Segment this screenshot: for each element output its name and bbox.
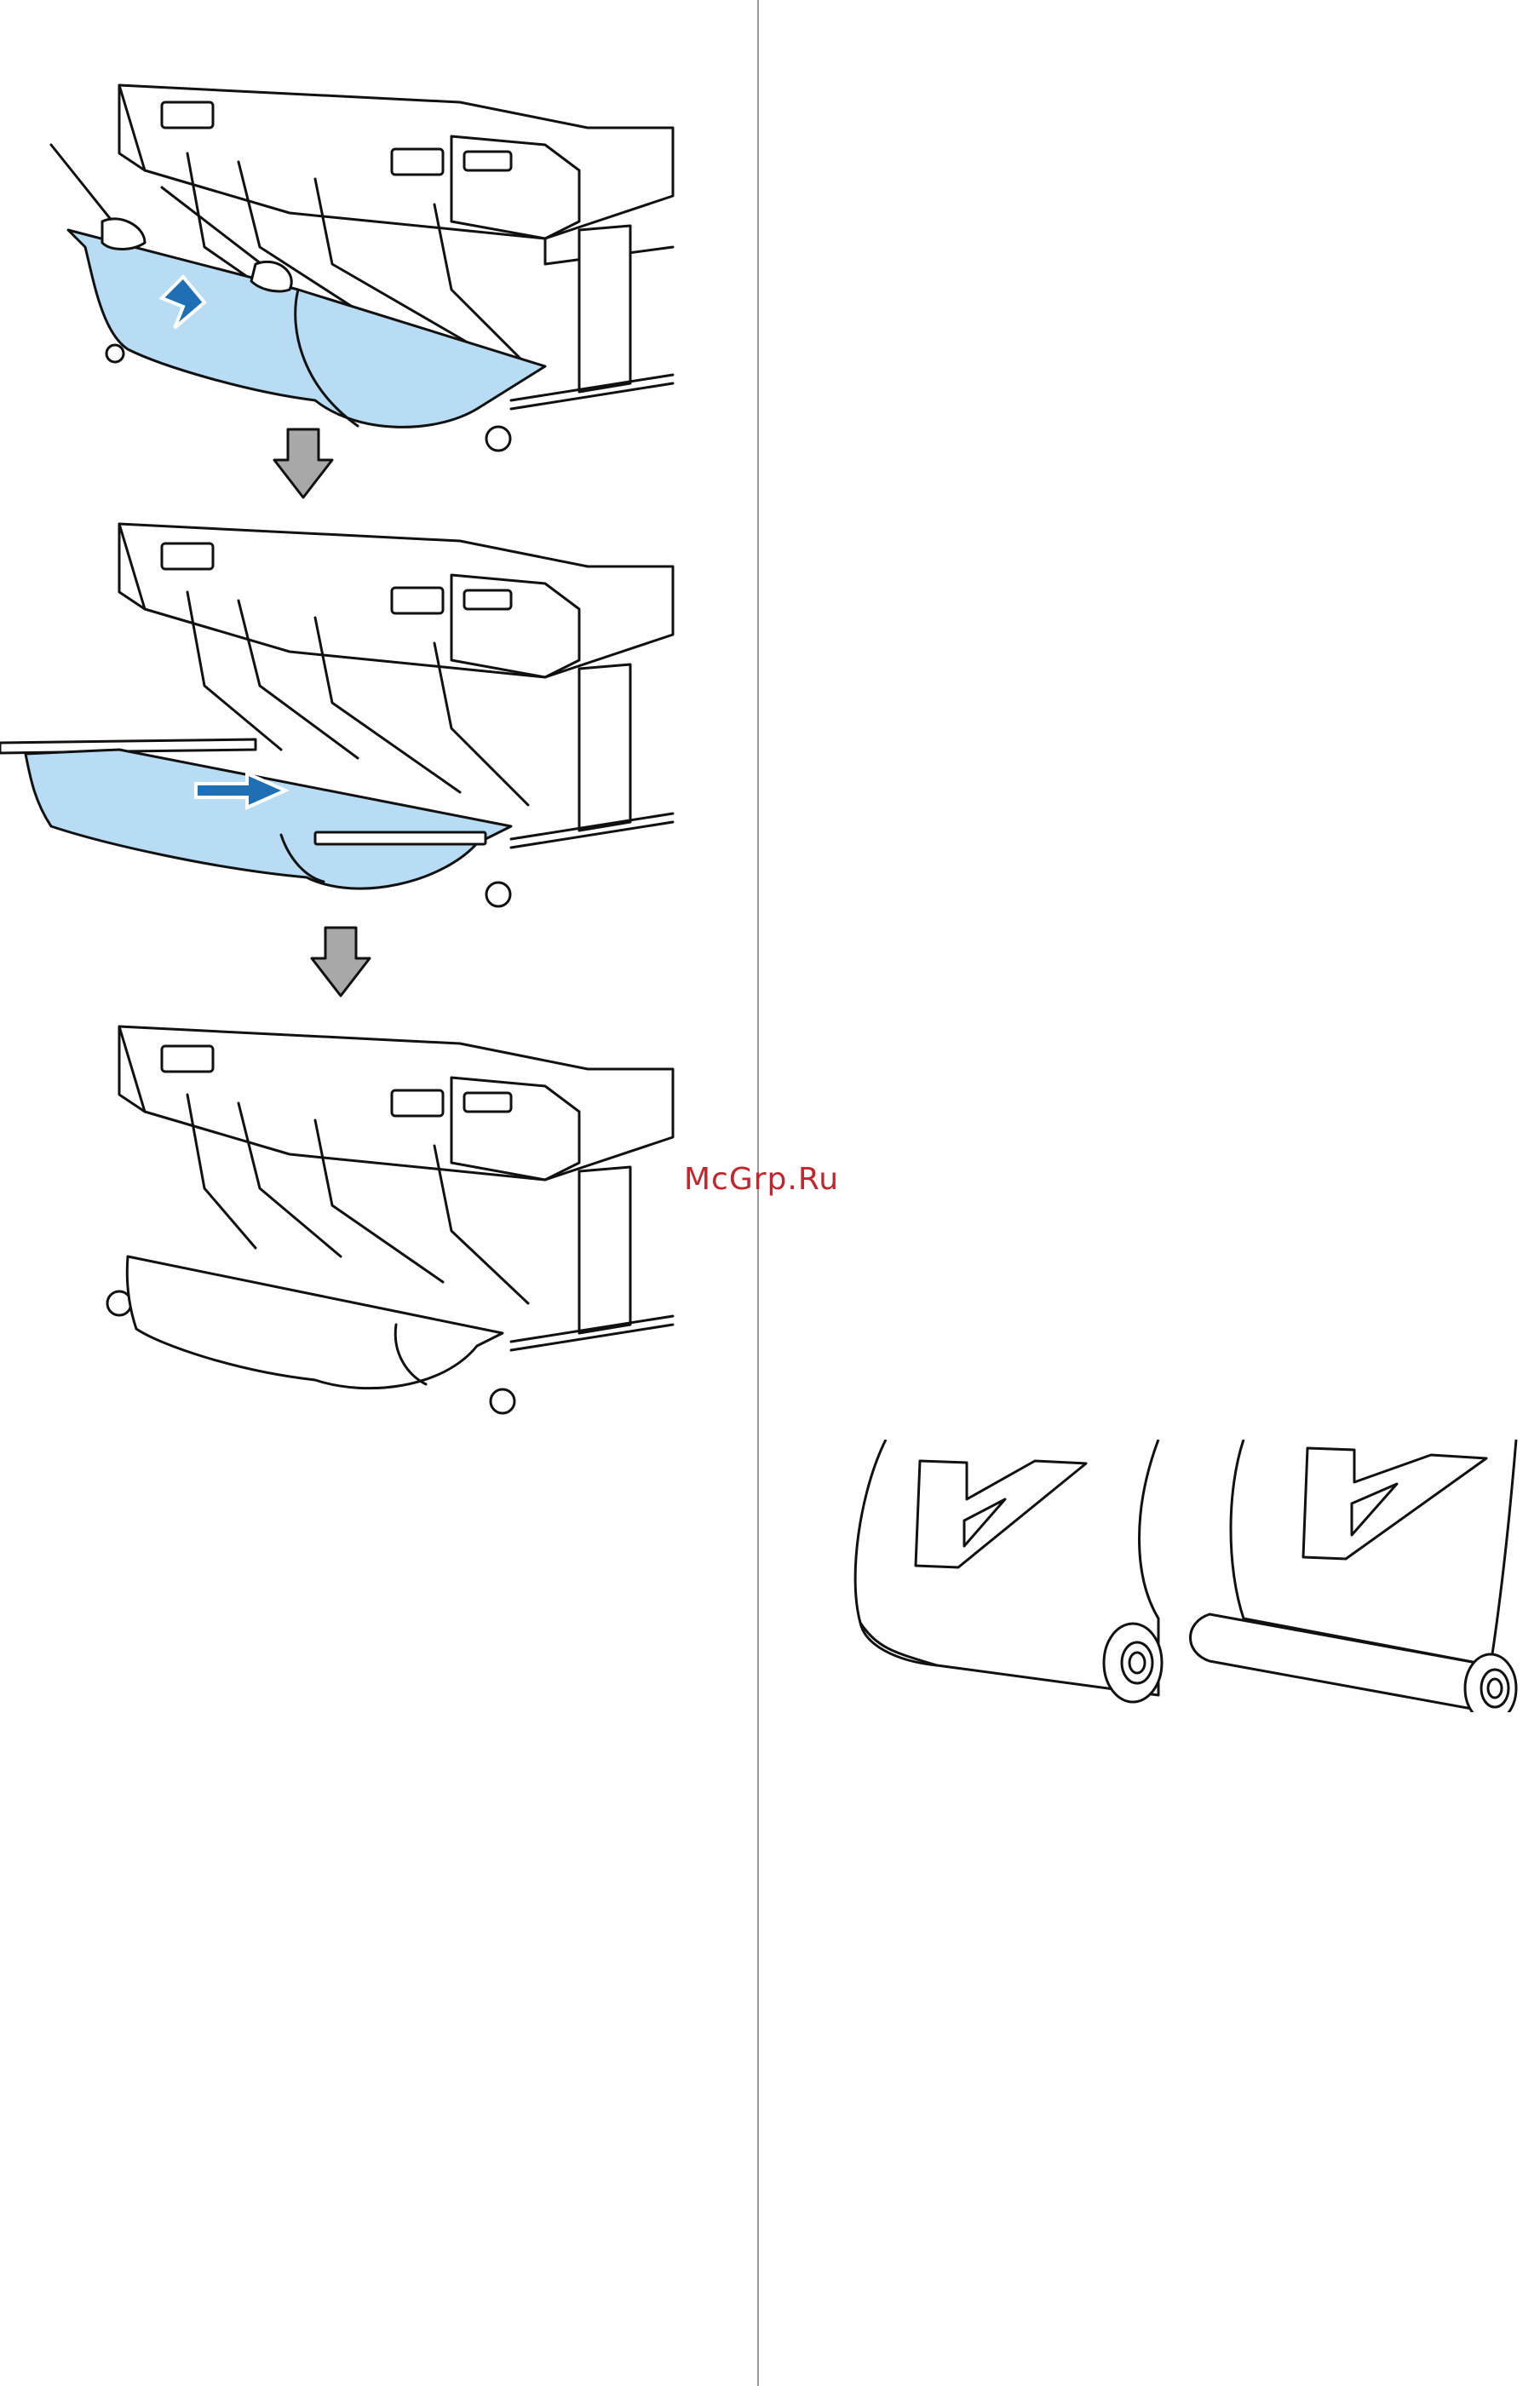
watermark-text: McGrp.Ru bbox=[684, 1162, 839, 1197]
basket-lower-illustration bbox=[34, 77, 681, 469]
next-step-arrow-icon bbox=[308, 924, 373, 999]
basket-stowed-illustration bbox=[85, 1022, 681, 1423]
paper-roll-orientation-illustration bbox=[843, 1440, 1540, 1712]
basket-slide-illustration bbox=[0, 520, 681, 911]
next-step-arrow-icon bbox=[271, 426, 336, 501]
